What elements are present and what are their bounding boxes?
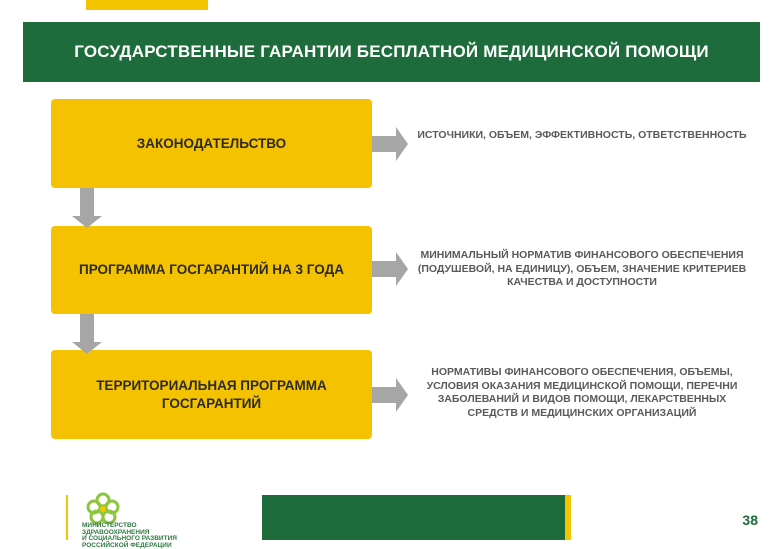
step-box-legislation: ЗАКОНОДАТЕЛЬСТВО (51, 99, 372, 188)
step-box-program-3-years: ПРОГРАММА ГОСГАРАНТИЙ НА 3 ГОДА (51, 226, 372, 314)
footer-green-bar (262, 495, 571, 540)
step-description: МИНИМАЛЬНЫЙ НОРМАТИВ ФИНАНСОВОГО ОБЕСПЕЧ… (412, 249, 752, 290)
step-box-territorial-program: ТЕРРИТОРИАЛЬНАЯ ПРОГРАММА ГОСГАРАНТИЙ (51, 350, 372, 439)
footer-yellow-edge (565, 495, 571, 540)
title-band: ГОСУДАРСТВЕННЫЕ ГАРАНТИИ БЕСПЛАТНОЙ МЕДИ… (23, 22, 760, 82)
arrow-right-icon (372, 378, 408, 412)
page-number: 38 (742, 512, 758, 528)
logo-line: РОССИЙСКОЙ ФЕДЕРАЦИИ (82, 543, 212, 549)
page-title: ГОСУДАРСТВЕННЫЕ ГАРАНТИИ БЕСПЛАТНОЙ МЕДИ… (62, 41, 722, 63)
arrow-down-icon (72, 188, 102, 228)
arrow-down-icon (72, 314, 102, 354)
arrow-right-icon (372, 127, 408, 161)
arrow-right-icon (372, 252, 408, 286)
step-label: ЗАКОНОДАТЕЛЬСТВО (129, 135, 294, 153)
ministry-logo-text: МИНИСТЕРСТВО ЗДРАВООХРАНЕНИЯ И СОЦИАЛЬНО… (82, 523, 212, 549)
step-label: ПРОГРАММА ГОСГАРАНТИЙ НА 3 ГОДА (71, 261, 352, 279)
top-accent-bar (86, 0, 208, 10)
step-label: ТЕРРИТОРИАЛЬНАЯ ПРОГРАММА ГОСГАРАНТИЙ (51, 377, 372, 413)
step-description: ИСТОЧНИКИ, ОБЪЕМ, ЭФФЕКТИВНОСТЬ, ОТВЕТСТ… (412, 129, 752, 143)
step-description: НОРМАТИВЫ ФИНАНСОВОГО ОБЕСПЕЧЕНИЯ, ОБЪЕМ… (412, 366, 752, 420)
footer-divider (66, 495, 68, 540)
